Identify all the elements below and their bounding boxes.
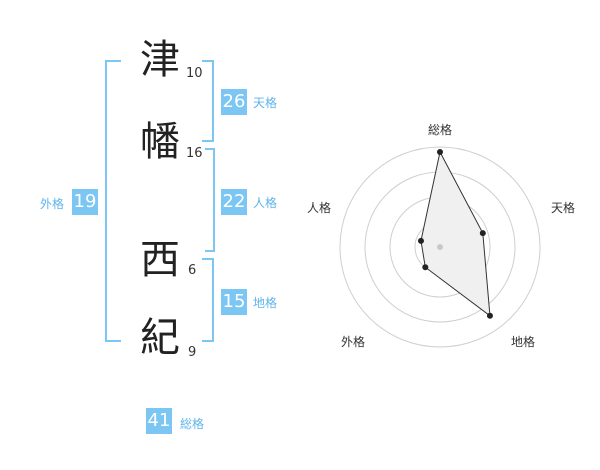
gaikaku-bracket bbox=[105, 60, 121, 342]
tenkaku-value-badge: 26 bbox=[221, 89, 247, 115]
name-char-2: 幡 bbox=[140, 119, 180, 165]
jinkaku-bracket bbox=[205, 148, 215, 252]
soukaku-value-badge: 41 bbox=[146, 408, 172, 434]
radar-area bbox=[420, 150, 491, 317]
gaikaku-value-badge: 19 bbox=[72, 189, 98, 215]
radar-center-dot bbox=[437, 244, 443, 250]
name-char-4: 紀 bbox=[140, 315, 180, 361]
chikaku-value-badge: 15 bbox=[221, 289, 247, 315]
stroke-count-1: 10 bbox=[186, 66, 203, 81]
radar-axis-label-jinkaku: 人格 bbox=[307, 201, 332, 215]
radar-axis-label-soukaku: 総格 bbox=[428, 123, 453, 137]
gaikaku-label: 外格 bbox=[40, 197, 65, 211]
jinkaku-value-badge: 22 bbox=[221, 189, 247, 215]
name-char-3: 西 bbox=[140, 237, 180, 283]
tenkaku-bracket bbox=[202, 60, 214, 142]
radar-point-4 bbox=[417, 237, 424, 244]
tenkaku-label: 天格 bbox=[253, 96, 278, 110]
stroke-count-3: 6 bbox=[188, 263, 197, 278]
radar-point-1 bbox=[479, 230, 486, 237]
radar-point-3 bbox=[422, 264, 429, 271]
radar-point-2 bbox=[486, 312, 493, 319]
chikaku-bracket bbox=[202, 258, 214, 342]
radar-ring bbox=[339, 146, 541, 348]
jinkaku-label: 人格 bbox=[253, 196, 278, 210]
radar-axis-label-chikaku: 地格 bbox=[511, 335, 536, 349]
soukaku-label: 総格 bbox=[180, 417, 205, 431]
name-char-1: 津 bbox=[140, 37, 180, 83]
stroke-count-2: 16 bbox=[186, 146, 203, 161]
radar-axis-label-gaikaku: 外格 bbox=[341, 335, 366, 349]
radar-point-0 bbox=[437, 149, 443, 155]
chikaku-label: 地格 bbox=[253, 296, 278, 310]
stroke-count-4: 9 bbox=[188, 345, 197, 360]
radar-axis-label-tenkaku: 天格 bbox=[551, 201, 576, 215]
